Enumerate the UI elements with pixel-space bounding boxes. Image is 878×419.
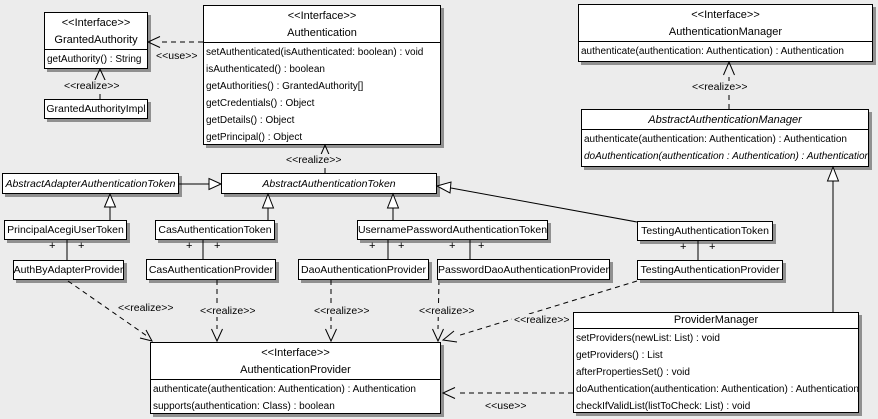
interface-stereotype: <<Interface>>: [261, 347, 330, 359]
class-name: DaoAuthenticationProvider: [301, 263, 426, 276]
method: supports(authentication: Class) : boolea…: [153, 401, 335, 412]
class-authentication: <<Interface>> Authentication setAuthenti…: [203, 5, 441, 145]
class-password-dao-authentication-provider: PasswordDaoAuthenticationProvider: [437, 259, 610, 280]
method: authenticate(authentication: Authenticat…: [153, 384, 416, 395]
multiplicity-plus: +: [478, 240, 485, 252]
methods-compartment: authenticate(authentication: Authenticat…: [579, 42, 872, 60]
class-header: <<Interface>> AuthenticationProvider: [151, 343, 440, 380]
class-testing-authentication-provider: TestingAuthenticationProvider: [637, 260, 783, 280]
method: getPrincipal() : Object: [206, 132, 303, 143]
class-name: GrantedAuthorityImpl: [46, 103, 146, 115]
method: getProviders() : List: [576, 350, 663, 361]
use-label: <<use>>: [154, 50, 200, 62]
abstract-method: doAuthentication(authentication : Authen…: [584, 151, 869, 162]
class-authentication-manager: <<Interface>> AuthenticationManager auth…: [578, 4, 873, 62]
class-name: UsernamePasswordAuthenticationToken: [357, 224, 548, 236]
method: isAuthenticated() : boolean: [206, 64, 325, 75]
method: getAuthorities() : GrantedAuthority[]: [206, 81, 364, 92]
method: doAuthentication(authentication: Authent…: [576, 384, 859, 395]
use-label: <<use>>: [483, 400, 529, 412]
multiplicity-plus: +: [49, 240, 56, 252]
class-principal-acegi-user-token: PrincipalAcegiUserToken: [4, 220, 127, 240]
class-name: CasAuthenticationProvider: [148, 263, 274, 276]
method: getCredentials() : Object: [206, 98, 315, 109]
multiplicity-plus: +: [680, 241, 687, 253]
multiplicity-plus: +: [78, 240, 85, 252]
methods-compartment: setProviders(newList: List) : void getPr…: [574, 329, 859, 412]
class-header: <<Interface>> AuthenticationManager: [579, 5, 872, 42]
multiplicity-plus: +: [398, 240, 405, 252]
method: afterPropertiesSet() : void: [576, 367, 690, 378]
class-cas-authentication-token: CasAuthenticationToken: [155, 220, 275, 240]
class-name: AuthByAdapterProvider: [13, 264, 124, 276]
realize-label: <<realize>>: [116, 302, 176, 314]
realize-label: <<realize>>: [690, 81, 750, 93]
class-username-password-authentication-token: UsernamePasswordAuthenticationToken: [357, 220, 548, 240]
method: getDetails() : Object: [206, 115, 295, 126]
method: authenticate(authentication: Authenticat…: [584, 134, 847, 145]
realize-label: <<realize>>: [284, 154, 344, 166]
method: checkIfValidList(listToCheck: List) : vo…: [576, 401, 751, 412]
class-name: AbstractAuthenticationManager: [648, 114, 802, 126]
class-name: Authentication: [287, 27, 357, 39]
class-testing-authentication-token: TestingAuthenticationToken: [637, 221, 773, 241]
realize-label: <<realize>>: [417, 305, 477, 317]
methods-compartment: setAuthenticated(isAuthenticated: boolea…: [204, 43, 440, 144]
multiplicity-plus: +: [186, 240, 193, 252]
method: authenticate(authentication: Authenticat…: [581, 46, 844, 57]
class-header: ProviderManager: [574, 313, 858, 329]
class-authentication-provider: <<Interface>> AuthenticationProvider aut…: [150, 342, 441, 414]
class-name: AbstractAuthenticationToken: [262, 177, 396, 190]
method: setProviders(newList: List) : void: [576, 333, 720, 344]
realize-label: <<realize>>: [512, 314, 572, 326]
class-header: <<Interface>> GrantedAuthority: [45, 13, 147, 50]
class-abstract-authentication-token: AbstractAuthenticationToken: [221, 173, 437, 194]
class-header: AbstractAuthenticationManager: [582, 110, 868, 130]
multiplicity-plus: +: [449, 240, 456, 252]
interface-stereotype: <<Interface>>: [691, 9, 760, 21]
methods-compartment: authenticate(authentication: Authenticat…: [151, 380, 440, 413]
class-name: PrincipalAcegiUserToken: [7, 224, 124, 236]
multiplicity-plus: +: [214, 240, 221, 252]
class-granted-authority: <<Interface>> GrantedAuthority getAuthor…: [44, 12, 148, 69]
class-name: ProviderManager: [673, 314, 759, 326]
realize-label: <<realize>>: [198, 305, 258, 317]
methods-compartment: getAuthority() : String: [45, 50, 147, 68]
interface-stereotype: <<Interface>>: [61, 17, 131, 29]
class-cas-authentication-provider: CasAuthenticationProvider: [146, 259, 276, 280]
class-name: GrantedAuthority: [54, 34, 138, 46]
method: getAuthority() : String: [47, 54, 142, 65]
realize-label: <<realize>>: [312, 305, 372, 317]
class-auth-by-adapter-provider: AuthByAdapterProvider: [13, 260, 124, 280]
class-name: TestingAuthenticationProvider: [640, 264, 780, 276]
class-header: <<Interface>> Authentication: [204, 6, 440, 43]
class-name: AbstractAdapterAuthenticationToken: [5, 177, 176, 190]
realize-label: <<realize>>: [62, 80, 122, 92]
class-provider-manager: ProviderManager setProviders(newList: Li…: [573, 312, 859, 413]
multiplicity-plus: +: [369, 240, 376, 252]
multiplicity-plus: +: [709, 241, 716, 253]
interface-stereotype: <<Interface>>: [287, 10, 357, 22]
class-name: PasswordDaoAuthenticationProvider: [438, 263, 610, 276]
class-name: AuthenticationProvider: [240, 364, 351, 376]
class-abstract-adapter-authentication-token: AbstractAdapterAuthenticationToken: [2, 173, 179, 194]
class-granted-authority-impl: GrantedAuthorityImpl: [44, 99, 148, 119]
class-abstract-authentication-manager: AbstractAuthenticationManager authentica…: [581, 109, 869, 167]
method: setAuthenticated(isAuthenticated: boolea…: [206, 47, 424, 58]
class-name: AuthenticationManager: [668, 26, 783, 38]
class-dao-authentication-provider: DaoAuthenticationProvider: [298, 259, 429, 280]
methods-compartment: authenticate(authentication: Authenticat…: [582, 130, 868, 165]
class-name: CasAuthenticationToken: [158, 224, 272, 236]
class-name: TestingAuthenticationToken: [641, 225, 769, 237]
